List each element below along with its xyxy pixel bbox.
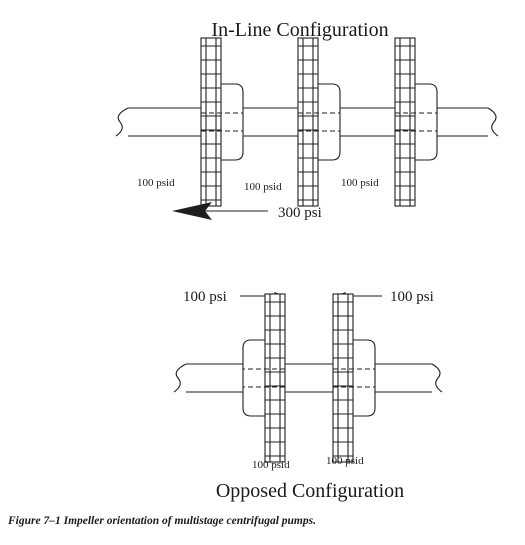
opposed-shaft [173,363,443,393]
opposed-right-thrust-label: 100 psi [390,289,434,305]
inline-thrust-arrow [172,202,268,220]
inline-impeller-3 [394,37,438,207]
inline-impeller-2 [297,37,341,207]
figure-caption: Figure 7–1 Impeller orientation of multi… [7,515,316,527]
opposed-left-thrust-label: 100 psi [183,289,227,305]
inline-stage-label-1: 100 psid [137,177,175,189]
opposed-impeller-right [332,293,376,463]
opposed-stage-label-1: 100 psid [252,459,290,471]
inline-stage-label-3: 100 psid [341,177,379,189]
opposed-impeller-left [243,294,285,462]
inline-stage-label-2: 100 psid [244,181,282,193]
opposed-title: Opposed Configuration [216,480,404,502]
inline-thrust-label: 300 psi [278,205,322,221]
inline-impeller-1 [200,37,244,207]
opposed-stage-label-2: 100 psid [326,455,364,467]
inline-title: In-Line Configuration [211,19,388,41]
